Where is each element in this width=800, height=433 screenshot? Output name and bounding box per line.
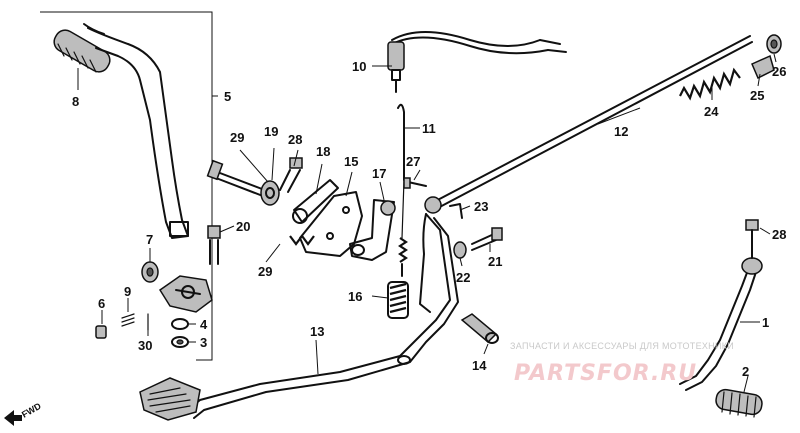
callout-19: 19 [264, 124, 278, 139]
callout-8: 8 [72, 94, 79, 109]
cap-nut-7 [141, 261, 159, 283]
callout-30: 29 [230, 130, 244, 145]
pivot-shaft-20 [207, 225, 221, 265]
cotter-pin-23 [449, 203, 463, 219]
leader-lines [77, 53, 777, 393]
callout-23: 23 [474, 199, 488, 214]
callout-16: 16 [348, 289, 362, 304]
callout-9: 9 [124, 284, 131, 299]
callout-22: 22 [456, 270, 470, 285]
watermark: ЗАПЧАСТИ И АКСЕССУАРЫ ДЛЯ МОТОТЕХНИКИ PA… [510, 341, 734, 386]
nut-22 [453, 241, 467, 259]
peg-14 [460, 313, 499, 344]
callout-13: 13 [310, 324, 324, 339]
watermark-logo: PARTSFOR.RU [514, 361, 697, 386]
callout-17: 17 [372, 166, 386, 181]
bolt-21 [471, 227, 503, 251]
callout-29-bottom: 29 [258, 264, 272, 279]
callout-24: 24 [704, 104, 719, 119]
pivot-bracket-18 [289, 179, 339, 246]
callout-26: 26 [772, 64, 786, 79]
callout-27: 27 [406, 154, 420, 169]
callout-3: 3 [200, 335, 207, 350]
brake-pedal-13 [139, 213, 459, 421]
callout-29-top: 28 [288, 132, 302, 147]
callout-15: 15 [344, 154, 358, 169]
fwd-marker: FWD [4, 401, 43, 426]
callout-10: 10 [352, 59, 366, 74]
gear-change-lever-1 [679, 219, 763, 391]
washer-19 [260, 180, 280, 206]
spring-24 [679, 67, 741, 101]
callout-21: 21 [488, 254, 502, 269]
kick-boss [158, 275, 213, 313]
watermark-text: ЗАПЧАСТИ И АКСЕССУАРЫ ДЛЯ МОТОТЕХНИКИ [510, 341, 734, 351]
callout-1: 1 [762, 315, 769, 330]
fwd-label: FWD [20, 401, 43, 420]
callout-18: 18 [316, 144, 330, 159]
spring-11 [397, 103, 408, 277]
brake-rod-12 [424, 35, 753, 214]
arm-17 [349, 199, 396, 261]
switch-10 [387, 31, 567, 93]
callout-31: 30 [138, 338, 152, 353]
bracket-15 [299, 191, 363, 257]
kick-starter-arm [53, 23, 189, 239]
group-5-bracket [40, 11, 213, 361]
rubber-2 [715, 388, 763, 418]
callout-5: 5 [224, 89, 231, 104]
nut-26 [766, 34, 782, 54]
callouts: 8 5 29 19 28 18 15 17 10 11 27 12 24 25 … [72, 59, 786, 379]
callout-11: 11 [422, 121, 436, 136]
joint-25 [751, 54, 775, 80]
callout-2: 2 [742, 364, 749, 379]
spring-16 [387, 281, 409, 319]
callout-6: 6 [98, 296, 105, 311]
bolt-29-top [279, 157, 303, 193]
callout-28: 28 [772, 227, 786, 242]
pin-27 [403, 177, 427, 189]
callout-20: 20 [236, 219, 250, 234]
bolt-30 [206, 159, 271, 199]
callout-14: 14 [472, 358, 487, 373]
callout-7: 7 [146, 232, 153, 247]
washers-3-4 [171, 318, 189, 348]
callout-4: 4 [200, 317, 208, 332]
callout-25: 25 [750, 88, 764, 103]
callout-12: 12 [614, 124, 628, 139]
fwd-arrow-icon [4, 410, 22, 426]
small-parts-6-9-31 [95, 313, 149, 339]
